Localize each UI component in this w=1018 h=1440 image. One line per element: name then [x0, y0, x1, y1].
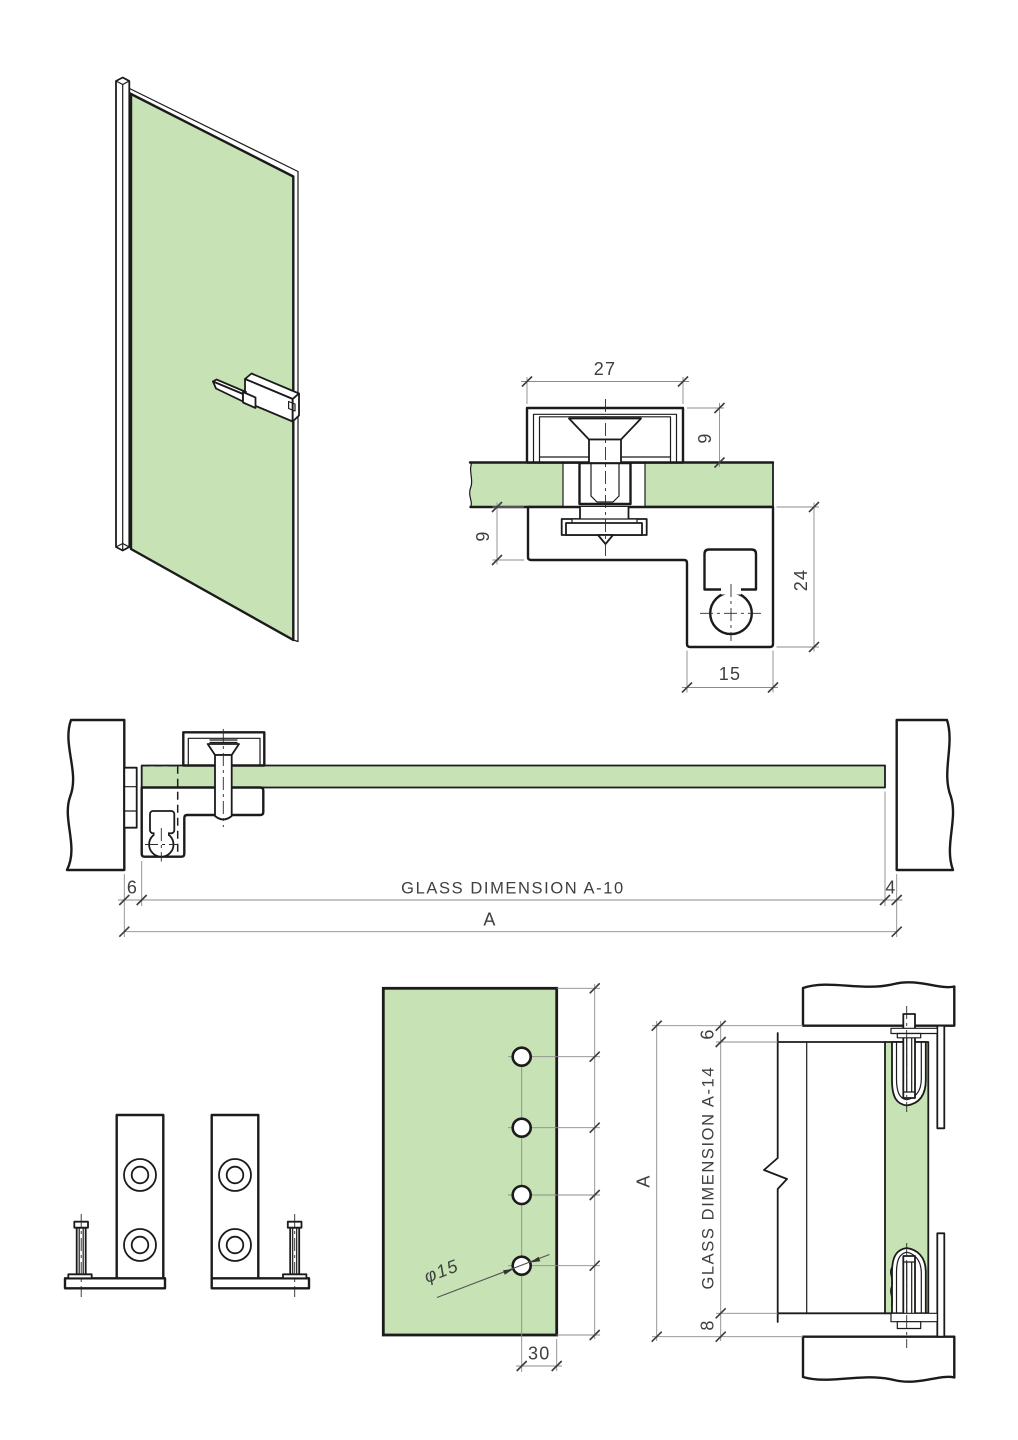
dim-label-6-section: 6	[698, 1028, 718, 1039]
jamb-profile-top	[936, 1024, 946, 1130]
handle-stem	[242, 391, 257, 409]
dim-label-a-section: A	[634, 1174, 654, 1187]
latch-plate	[288, 400, 296, 412]
dim-body-height: 24	[776, 501, 820, 653]
dim-cap-offset: 9	[687, 402, 726, 469]
dim-label-4-plan: 4	[885, 878, 896, 898]
dim-label-27: 27	[594, 359, 616, 379]
bushing-sleeve	[578, 461, 632, 506]
drill-hole-2	[511, 1117, 533, 1138]
dim-label-9-right: 9	[695, 432, 715, 443]
vertical-section-view: 6 GLASS DIMENSION A-14 8 A	[634, 981, 956, 1383]
glass-panel-elevation: φ15 30	[381, 982, 601, 1372]
dim-label-9-left: 9	[473, 530, 493, 541]
dim-glass-inset: 9	[473, 501, 524, 566]
drill-hole-1	[511, 1046, 533, 1067]
dim-hole-offset: 30	[516, 1339, 563, 1372]
glass-panel	[381, 986, 559, 1337]
wall-section-right	[895, 718, 955, 872]
bottom-pivot-assembly	[890, 1243, 938, 1348]
dim-section-column: 6 GLASS DIMENSION A-14 8 A	[634, 1020, 803, 1343]
spring-squiggle	[890, 1267, 893, 1306]
bottom-pivot-pin	[902, 1255, 916, 1323]
screw-shank	[588, 438, 622, 464]
glass-door-panel	[129, 92, 295, 642]
dim-label-15: 15	[719, 664, 741, 684]
plan-section-view: 6 GLASS DIMENSION A-10 4 A	[65, 718, 955, 938]
top-pivot-pin	[902, 1013, 916, 1099]
ceiling-section	[801, 981, 956, 1027]
dim-label-a-plan: A	[483, 910, 496, 930]
dim-plan-row: 6 GLASS DIMENSION A-10 4 A	[118, 791, 903, 938]
door-break-line	[763, 1032, 788, 1323]
keyhole-slot	[700, 548, 762, 641]
lock-box-side-face	[291, 392, 300, 423]
isometric-door-view	[115, 76, 300, 643]
glass-dimension-a10-label: GLASS DIMENSION A-10	[401, 880, 625, 898]
floor-section	[801, 1335, 956, 1383]
pivot-fitting-right	[210, 1113, 311, 1297]
dim-label-24: 24	[791, 569, 811, 591]
t-nut	[565, 522, 643, 536]
dim-detail-width: 27	[521, 359, 689, 404]
wall-section-left	[65, 718, 126, 872]
dim-label-8-section: 8	[698, 1319, 718, 1330]
glass-pane-plan	[140, 764, 886, 789]
keyhole-slot-plan	[145, 810, 178, 862]
dim-body-width: 15	[681, 650, 779, 694]
screw-tip	[597, 534, 614, 545]
wall-plate	[123, 766, 138, 829]
door-handle	[212, 372, 300, 423]
pivot-fitting-left	[63, 1113, 167, 1297]
top-pivot-assembly	[890, 1006, 938, 1112]
pivot-fittings-front-view	[63, 1113, 311, 1297]
pivot-detail-section-view: 27 9 9 24	[468, 359, 820, 694]
dim-label-30: 30	[528, 1344, 550, 1364]
dim-label-6-plan: 6	[127, 878, 138, 898]
glass-break-line	[469, 461, 473, 508]
glass-dimension-a14-label: GLASS DIMENSION A-14	[700, 1066, 718, 1290]
jamb-profile-bottom	[936, 1232, 946, 1338]
dim-hole-chain	[589, 982, 601, 1341]
door-frame-profile	[115, 76, 131, 552]
drill-hole-3	[511, 1184, 533, 1206]
